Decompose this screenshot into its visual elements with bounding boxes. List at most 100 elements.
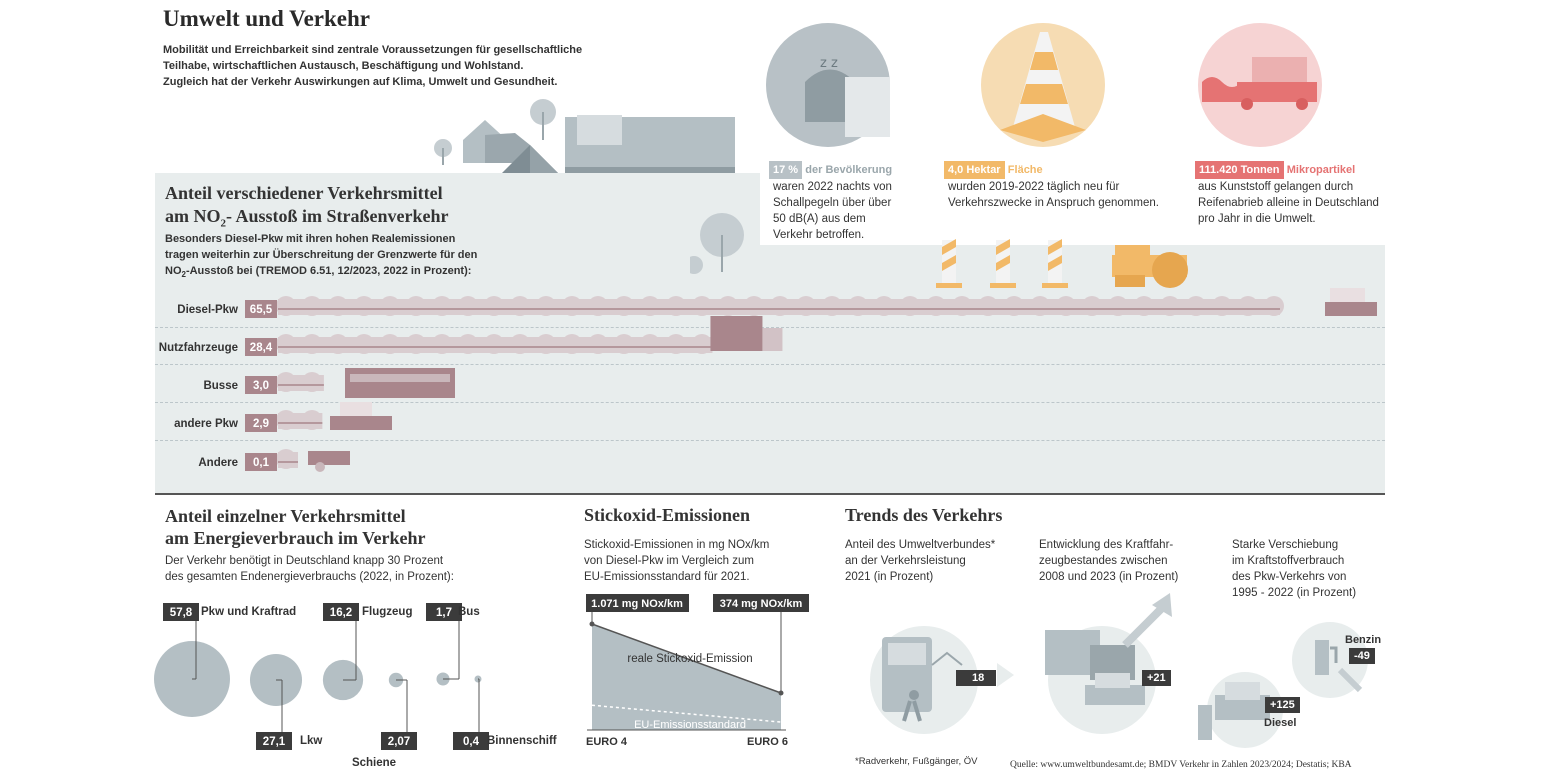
nox-value-tag [713,594,809,612]
fuel-diesel-value: +125 [1265,697,1300,713]
energy-value-tag [426,603,462,621]
tree-illustration [690,213,744,274]
energy-value-tag [163,603,199,621]
nox-category-label: EURO 4 [586,736,628,748]
trend-umweltverbund-text: Anteil des Umweltverbundes* an der Verke… [845,539,996,583]
train-pedestrian-icon [870,626,1014,734]
fuel-diesel-label: Diesel [1264,717,1297,729]
truck-box [710,316,763,351]
truck-cab [762,328,783,351]
other-vehicle [308,451,350,465]
no2-title: Anteil verschiedener Verkehrsmittel am N… [165,183,449,230]
no2-category-label: Diesel-Pkw [177,304,238,316]
energy-value-label: 2,07 [388,736,410,748]
trends-title: Trends des Verkehrs [845,505,1003,525]
energy-category-label: Schiene [352,757,396,769]
vehicle-icon [710,316,783,351]
energy-value-label: 16,2 [330,607,352,619]
energy-value-tag [323,603,359,621]
no2-bar [278,375,324,391]
no2-value-tag [245,414,277,432]
fact-noise: 17 % der Bevölkerung waren 2022 nachts v… [769,161,939,243]
energy-bubble-chart: 57,8 Pkw und Kraftrad 27,1 Lkw 16,2 Flugzeug 2… [154,603,557,769]
footnote: *Radverkehr, Fußgänger, ÖV [855,756,978,767]
no2-category-label: Andere [198,457,238,469]
no2-value-tag [245,376,277,394]
car-body [330,416,392,430]
trend-umweltverbund-value: 18 [956,670,997,686]
no2-category-label: Busse [203,380,238,392]
fact-land-use: 4,0 Hektar Fläche wurden 2019-2022 tägli… [944,161,1184,211]
no2-value-label: 65,5 [250,304,273,316]
no2-value-tag [245,338,277,356]
no2-value-label: 2,9 [253,418,269,430]
no2-value-tag [245,453,277,471]
energy-value-label: 57,8 [170,607,193,619]
no2-bar [278,413,323,429]
wheel [315,462,325,472]
bus-windows [350,374,450,382]
vehicle-icon [308,451,350,472]
nox-value-tag [586,594,689,612]
source-line: Quelle: www.umweltbundesamt.de; BMDV Ver… [1010,760,1352,770]
no2-value-label: 3,0 [253,380,269,392]
nox-real-area [592,624,781,730]
energy-category-label: Pkw und Kraftrad [201,606,296,618]
car-roof [340,402,372,416]
nox-area-chart: reale Stickoxid-EmissionEU-Emissionsstan… [586,594,809,748]
energy-value-tag [453,732,489,750]
trend-fuel-text: Starke Verschiebung im Kraftstoffverbrau… [1232,539,1357,599]
no2-category-label: Nutzfahrzeuge [159,342,238,354]
no2-bar-chart: 65,5 Diesel-Pkw 28,4 Nutzfahrzeuge 3,0 Busse 2… [159,288,1377,472]
nox-eu-label: EU-Emissionsstandard [634,719,746,731]
svg-text:z z: z z [820,56,838,71]
no2-bar [278,299,1280,315]
tire-abrasion-icon [1198,23,1322,147]
energy-category-label: Bus [458,606,480,618]
trend-kfz-text: Entwicklung des Kraftfahr- zeugbestandes… [1039,539,1179,583]
no2-bar [278,337,713,353]
nox-real-line [591,623,782,694]
no2-value-tag [245,300,277,318]
vehicle-icon [345,368,455,398]
fuel-benzin-label: Benzin [1345,634,1382,646]
intro-text: Mobilität und Erreichbarkeit sind zentra… [163,44,583,88]
traffic-cone-icon [981,23,1105,147]
car-roof [1330,288,1365,303]
construction-illustration [936,239,1188,288]
car-body [1325,302,1377,316]
nox-title: Stickoxid-Emissionen [584,505,751,525]
energy-value-tag [256,732,292,750]
no2-value-label: 28,4 [250,342,273,354]
vehicle-icon [1325,288,1377,316]
nox-description: Stickoxid-Emissionen in mg NOx/km von Di… [584,539,770,583]
nox-value-label: 1.071 mg NOx/km [591,598,683,610]
energy-value-label: 27,1 [263,736,286,748]
trend-kfz-value: +21 [1142,670,1171,686]
energy-value-tag [381,732,417,750]
fuel-benzin-value: -49 [1349,648,1375,664]
no2-description: Besonders Diesel-Pkw mit ihren hohen Rea… [165,233,478,280]
noise-icon: z z [766,23,890,147]
vehicle-fleet-icon [1045,593,1172,734]
fact-microplastic: 111.420 Tonnen Mikropartikel aus Kunstst… [1195,161,1415,227]
nox-category-label: EURO 6 [747,736,788,748]
energy-category-label: Flugzeug [362,606,412,618]
nox-value-label: 374 mg NOx/km [720,598,803,610]
page-title: Umwelt und Verkehr [163,6,371,31]
no2-category-label: andere Pkw [174,418,238,430]
energy-category-label: Binnenschiff [487,735,557,747]
fuel-shift-icon [1198,622,1368,748]
section-divider [155,493,1385,495]
no2-header-bg [155,173,760,248]
no2-bar [278,452,298,468]
nox-eu-line [591,704,782,723]
nox-real-label: reale Stickoxid-Emission [627,653,752,665]
energy-description: Der Verkehr benötigt in Deutschland knap… [165,555,454,583]
energy-value-label: 1,7 [436,607,452,619]
energy-value-label: 0,4 [463,736,480,748]
energy-title: Anteil einzelner Verkehrsmittel am Energ… [165,506,426,548]
energy-category-label: Lkw [300,735,322,747]
vehicle-icon [330,402,392,430]
bus-body [345,368,455,398]
